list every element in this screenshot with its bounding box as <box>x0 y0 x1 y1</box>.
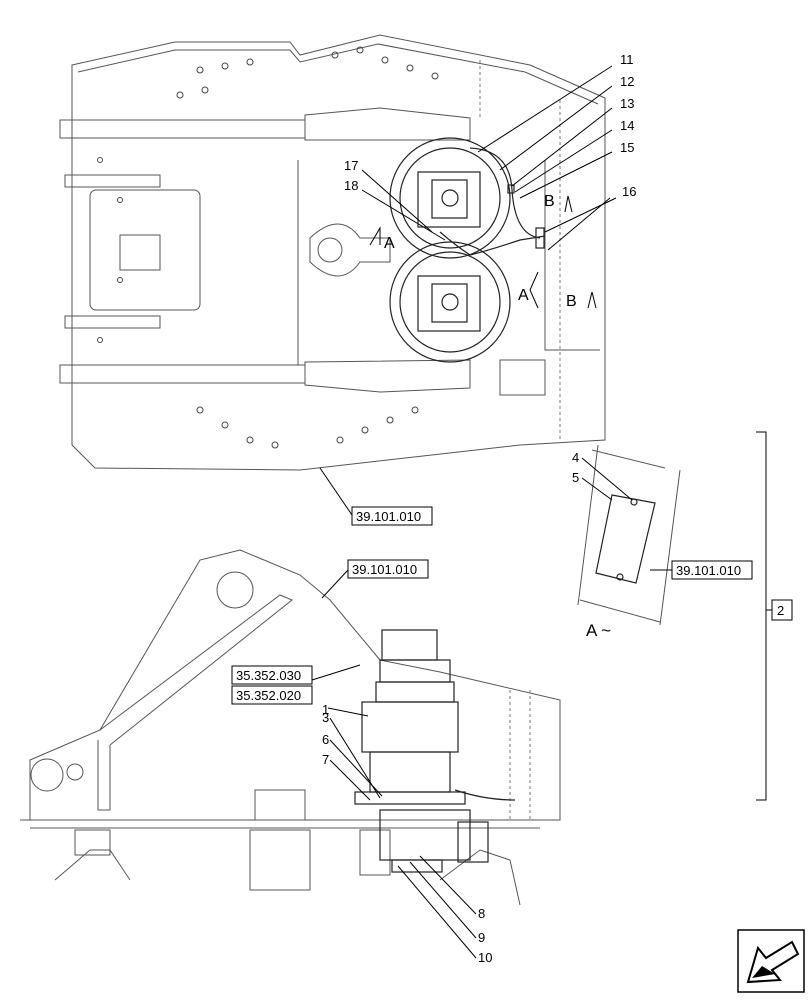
hose-lines <box>439 147 546 256</box>
callout-14: 14 <box>620 118 634 133</box>
callout-17: 17 <box>344 158 358 173</box>
ref-mid-text: 39.101.010 <box>352 562 417 577</box>
arrow-prev-page-icon[interactable] <box>737 929 805 993</box>
ref-box-35020[interactable] <box>231 685 313 705</box>
ref-box-top[interactable] <box>351 506 433 526</box>
view-label-b-bottom: B <box>566 293 577 310</box>
frame-bolt-holes <box>97 46 439 449</box>
swing-motor-side <box>354 629 516 873</box>
view-label-b-top: B <box>544 193 555 210</box>
callout-3: 3 <box>322 710 329 725</box>
callout-11: 11 <box>620 52 634 67</box>
callout-4: 4 <box>572 450 579 465</box>
callout-18: 18 <box>344 178 358 193</box>
callout-5: 5 <box>572 470 579 485</box>
callout-1: 1 <box>322 702 329 717</box>
group-bracket: 2 <box>756 431 793 801</box>
swing-motor-upper-plan <box>389 137 511 259</box>
callout-12: 12 <box>620 74 634 89</box>
callout-9: 9 <box>478 930 485 945</box>
callout-16: 16 <box>622 184 636 199</box>
view-label-a-right: A <box>518 287 529 304</box>
callout-15: 15 <box>620 140 634 155</box>
top-view-frame <box>59 34 606 471</box>
view-label-a-left: A <box>384 235 395 252</box>
ref-detail-text: 39.101.010 <box>676 563 741 578</box>
side-view-frame <box>20 549 561 906</box>
ref-35030-text: 35.352.030 <box>236 668 301 683</box>
side-callouts: 1 3 6 7 8 9 10 <box>322 702 492 965</box>
ref-35020-text: 35.352.020 <box>236 688 301 703</box>
group-label: 2 <box>777 603 784 618</box>
view-markers: A A B B <box>369 193 597 310</box>
callout-8: 8 <box>478 906 485 921</box>
callout-13: 13 <box>620 96 634 111</box>
detail-view-a: 4 5 A ~ <box>572 444 681 640</box>
top-callouts: 11 12 13 14 15 16 17 18 <box>344 52 636 251</box>
callout-7: 7 <box>322 752 329 767</box>
ref-box-detail[interactable] <box>671 560 753 580</box>
swing-motor-lower-plan <box>389 241 511 363</box>
callout-10: 10 <box>478 950 492 965</box>
ref-box-mid[interactable] <box>347 559 429 579</box>
ref-top-text: 39.101.010 <box>356 509 421 524</box>
detail-label: A ~ <box>586 621 611 640</box>
callout-6: 6 <box>322 732 329 747</box>
ref-box-35030[interactable] <box>231 665 313 685</box>
